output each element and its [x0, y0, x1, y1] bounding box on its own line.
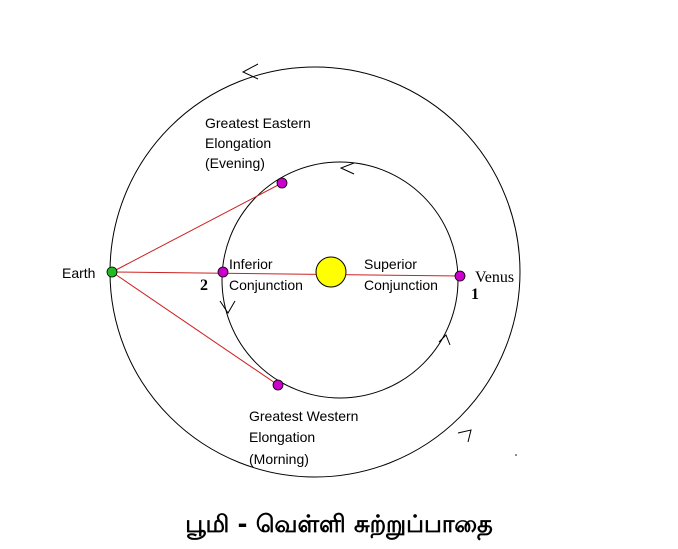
label-venus: Venus — [475, 269, 514, 286]
line-earth-to-eastern — [111, 182, 283, 273]
arrow-inner-right — [438, 334, 451, 346]
label-eastern-line2: Elongation — [205, 135, 271, 151]
label-inferior-line2: Conjunction — [229, 277, 303, 293]
label-position-2: 2 — [200, 277, 208, 294]
label-inferior-line1: Inferior — [229, 256, 273, 272]
label-eastern-line1: Greatest Eastern — [205, 115, 311, 131]
label-western-line2: Elongation — [249, 429, 315, 445]
diagram-caption: பூமி - வெள்ளி சுற்றுப்பாதை — [185, 510, 493, 541]
arrow-inner-top — [339, 162, 355, 175]
label-eastern-line3: (Evening) — [205, 155, 265, 171]
arrow-inner-left — [219, 300, 236, 314]
label-superior-line1: Superior — [364, 256, 417, 272]
label-position-1: 1 — [471, 286, 479, 303]
arrow-outer-bottom — [457, 429, 472, 443]
sun — [315, 256, 347, 288]
venus-point-inferior — [217, 266, 229, 278]
line-earth-to-western — [111, 271, 279, 386]
label-earth: Earth — [62, 265, 95, 281]
line-earth-to-superior — [111, 271, 461, 277]
orbit-direction-arrows — [219, 63, 472, 443]
arrow-outer-top — [241, 63, 259, 80]
venus-point-western — [272, 379, 284, 391]
label-western-line1: Greatest Western — [249, 408, 358, 424]
stray-dot — [515, 454, 517, 456]
earth-point — [106, 266, 118, 278]
label-western-line3: (Morning) — [249, 451, 309, 467]
venus-point-superior — [454, 270, 466, 282]
label-superior-line2: Conjunction — [364, 277, 438, 293]
venus-point-eastern — [276, 177, 288, 189]
